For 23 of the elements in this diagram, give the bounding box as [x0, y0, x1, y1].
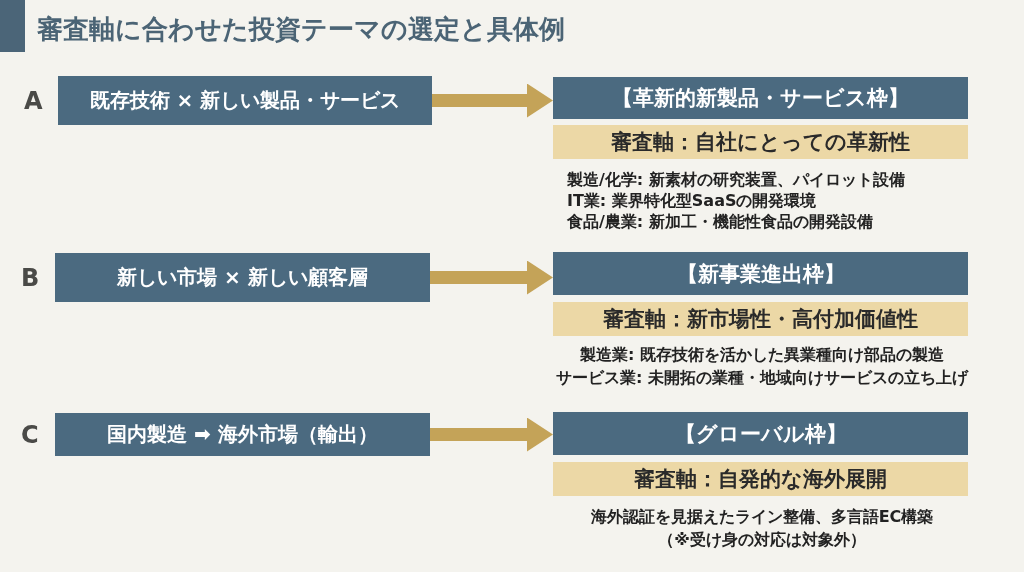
process-box: 国内製造 ➡ 海外市場（輸出）: [55, 413, 430, 456]
arrow: [430, 260, 553, 295]
process-box: 既存技術 × 新しい製品・サービス: [58, 76, 432, 125]
category-header: 【革新的新製品・サービス枠】: [553, 77, 968, 119]
arrow: [430, 417, 553, 452]
criteria-band: 審査軸：新市場性・高付加価値性: [553, 302, 968, 336]
arrow: [432, 83, 553, 118]
process-box: 新しい市場 × 新しい顧客層: [55, 253, 430, 302]
criteria-band: 審査軸：自発的な海外展開: [553, 462, 968, 496]
example-text: IT業: 業界特化型SaaSの開発環境: [567, 191, 817, 211]
example-text: 製造/化学: 新素材の研究装置、パイロット設備: [567, 170, 905, 190]
title: 審査軸に合わせた投資テーマの選定と具体例: [37, 13, 565, 46]
row-letter: B: [21, 262, 40, 293]
example-text: 製造業: 既存技術を活かした異業種向け部品の製造: [580, 345, 944, 365]
category-header: 【グローバル枠】: [553, 412, 968, 455]
example-text: （※受け身の対応は対象外）: [658, 530, 866, 550]
example-text: サービス業: 未開拓の業種・地域向けサービスの立ち上げ: [556, 368, 968, 388]
row-letter: C: [21, 419, 39, 450]
category-header: 【新事業進出枠】: [553, 252, 968, 295]
example-text: 海外認証を見据えたライン整備、多言語EC構築: [590, 507, 934, 527]
row-letter: A: [24, 85, 43, 116]
criteria-band: 審査軸：自社にとっての革新性: [553, 125, 968, 159]
example-text: 食品/農業: 新加工・機能性食品の開発設備: [567, 212, 873, 232]
